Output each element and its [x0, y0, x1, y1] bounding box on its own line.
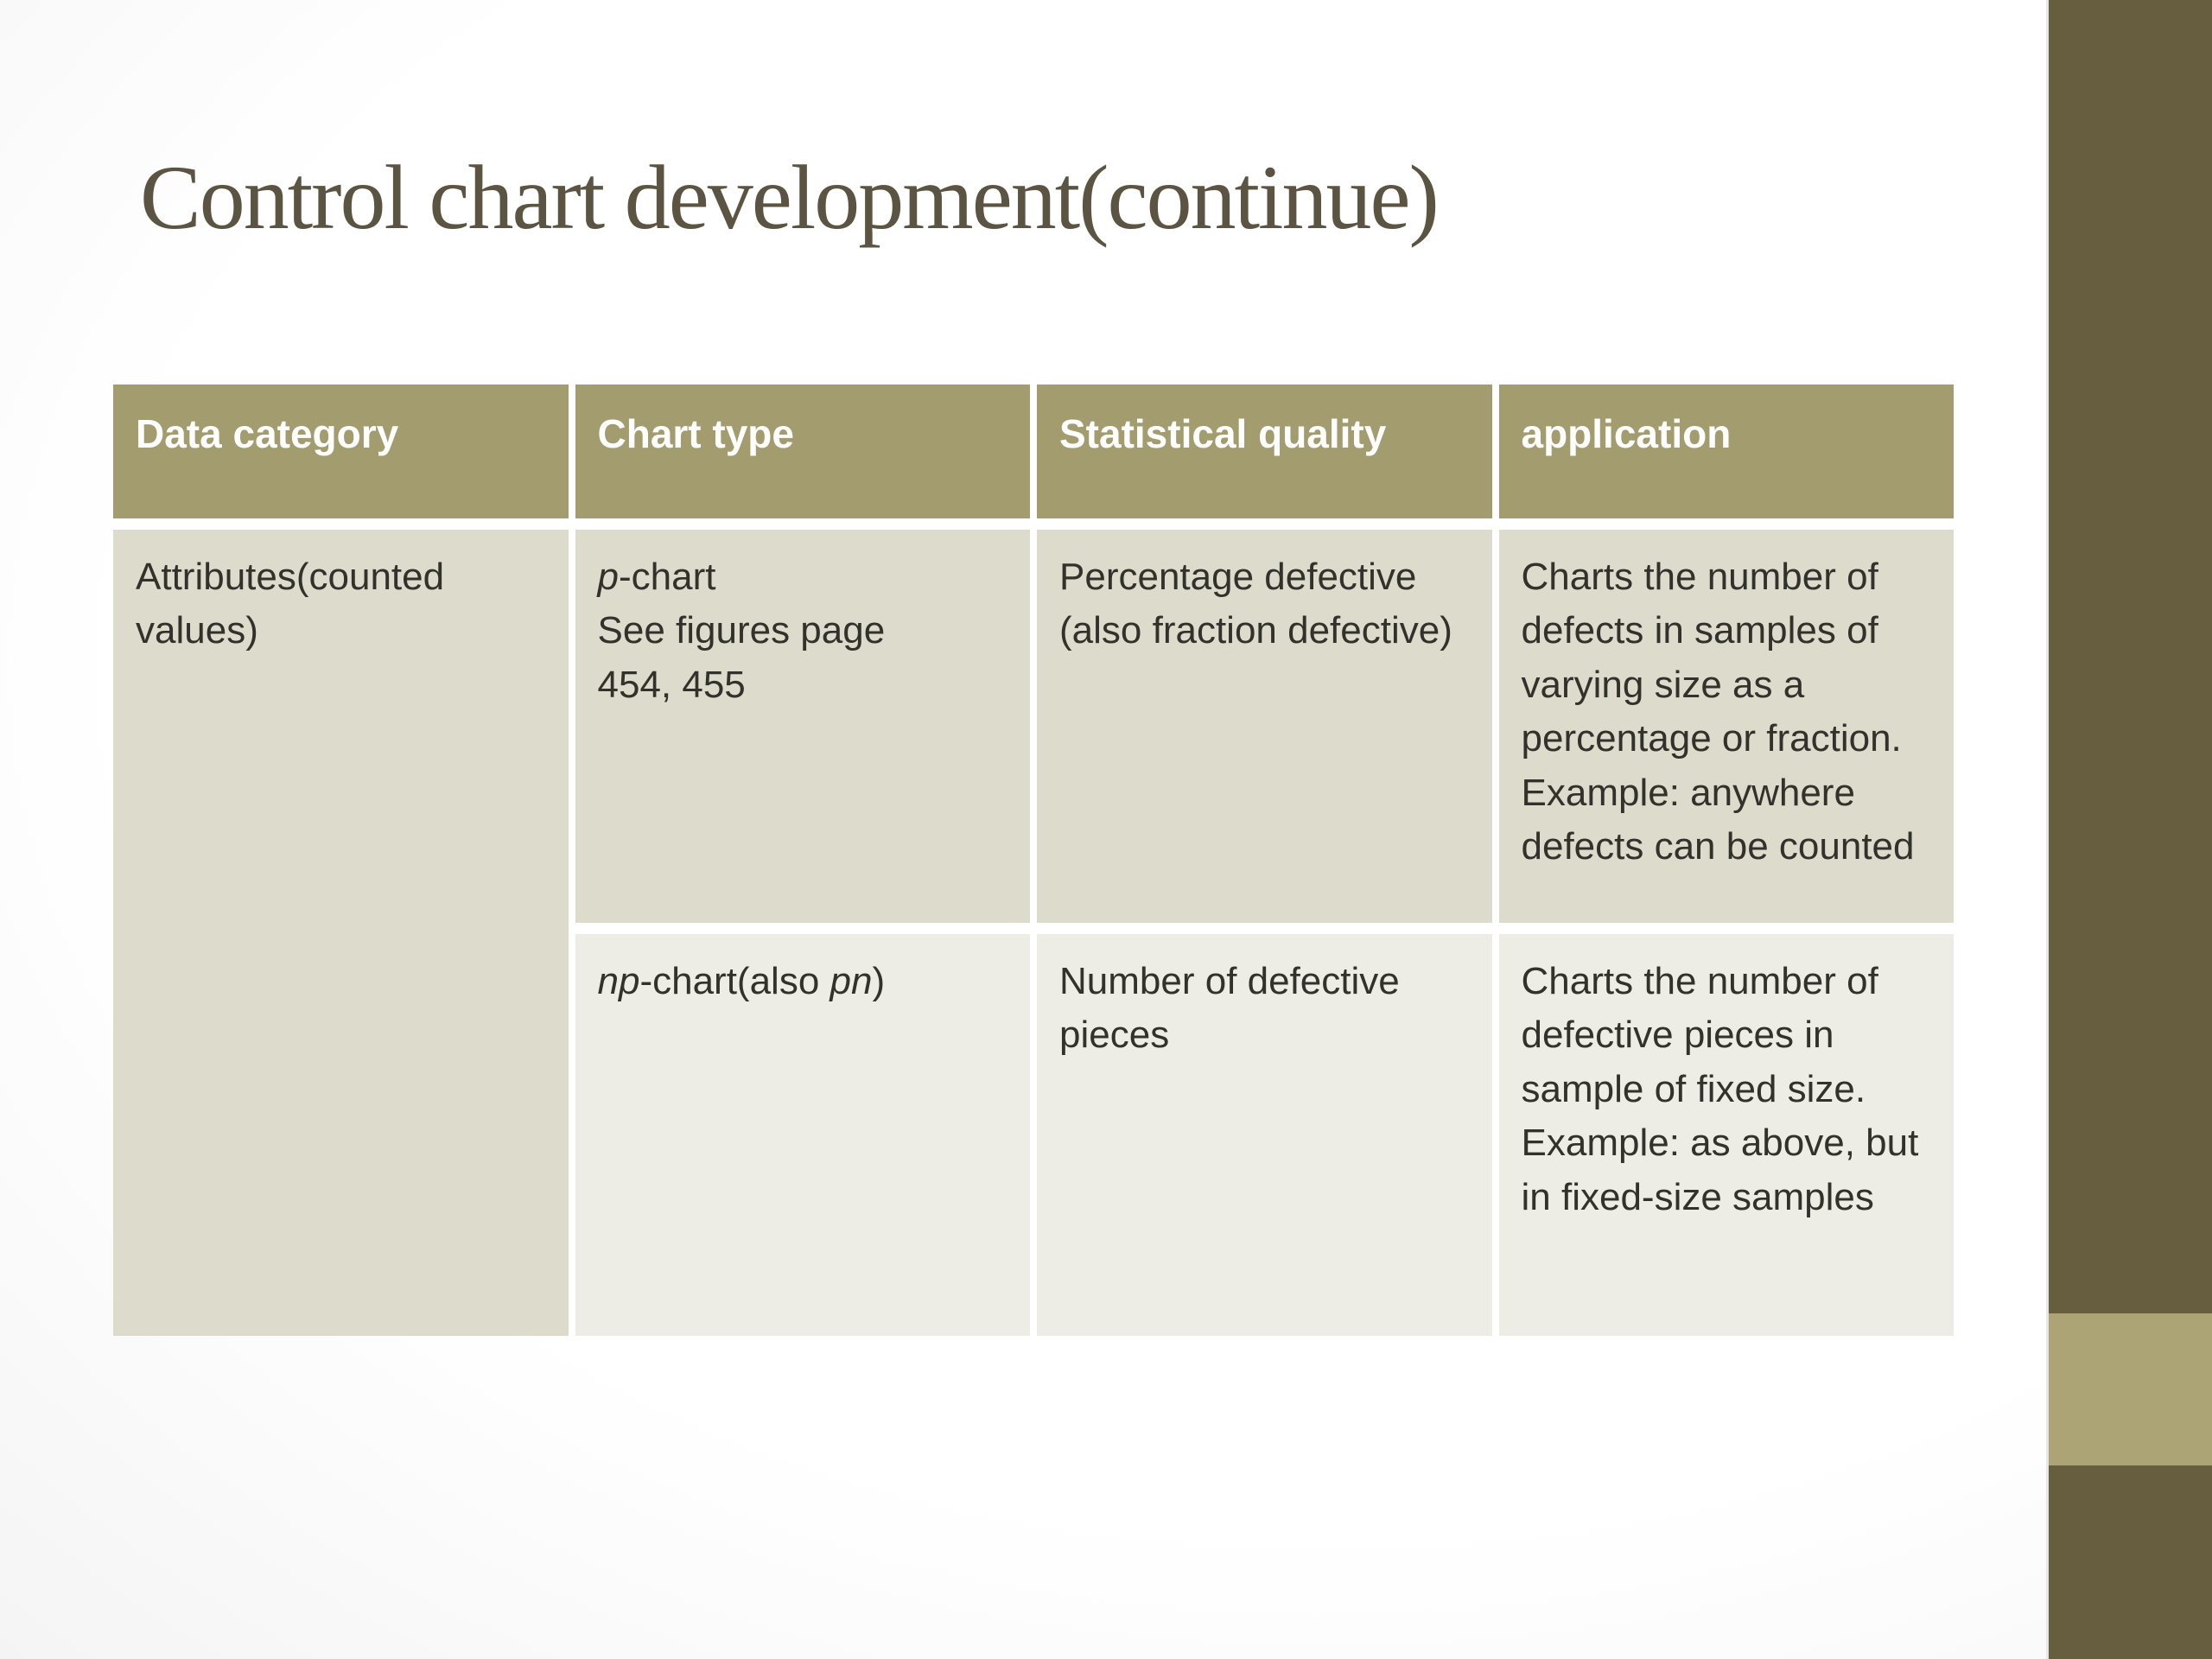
cell-application-row2: Charts the number of defective pieces in… — [1498, 934, 1954, 1336]
control-chart-table: Data category Chart type Statistical qua… — [113, 385, 1954, 1336]
header-cell-chart-type: Chart type — [575, 385, 1030, 518]
cell-chart-type-np-chart: np-chart(also pn) — [575, 934, 1030, 1336]
cell-application-row1: Charts the number of defects in samples … — [1498, 530, 1954, 923]
header-cell-application: application — [1498, 385, 1954, 518]
right-accent-bar — [2046, 0, 2212, 1659]
header-cell-data-category: Data category — [113, 385, 569, 518]
accent-band — [2049, 1313, 2212, 1465]
header-cell-statistical-quality: Statistical quality — [1037, 385, 1492, 518]
cell-statistical-quality-row2: Number of defective pieces — [1037, 934, 1492, 1336]
slide-title: Control chart development(continue) — [140, 147, 1440, 248]
cell-data-category: Attributes(counted values) — [113, 530, 569, 1336]
cell-chart-type-p-chart: p-chart See figures page 454, 455 — [575, 530, 1030, 923]
cell-statistical-quality-row1: Percentage defective (also fraction defe… — [1037, 530, 1492, 923]
